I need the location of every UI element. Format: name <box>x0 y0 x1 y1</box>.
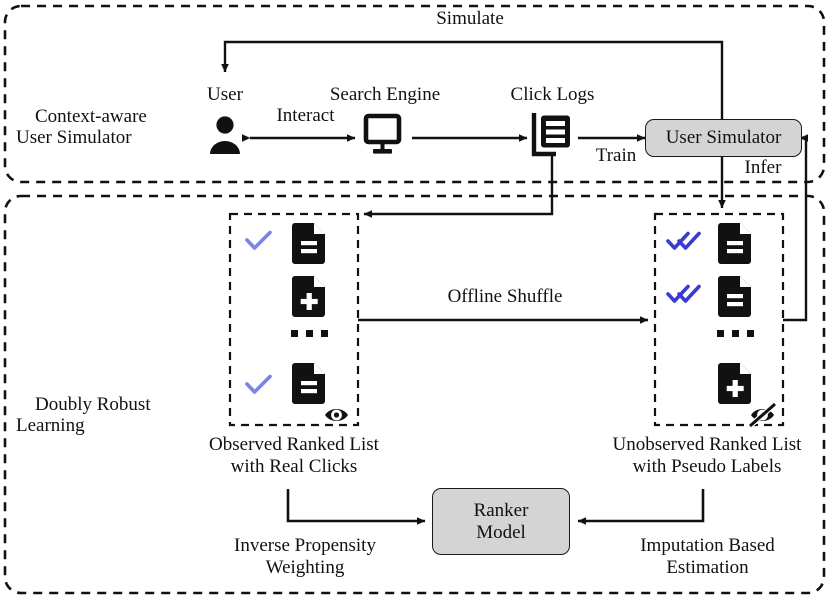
node-label-search-engine: Search Engine <box>329 84 441 105</box>
edge-logs-to-observed <box>363 155 554 218</box>
group-label-doubly-robust-learning: Doubly Robust Learning <box>16 393 151 437</box>
user-simulator-box[interactable]: User Simulator <box>645 119 802 157</box>
ellipsis-icon <box>717 330 754 337</box>
unobserved-list-caption: Unobserved Ranked List with Pseudo Label… <box>612 434 802 477</box>
node-label-user: User <box>207 84 243 105</box>
edge-label-infer: Infer <box>744 157 782 178</box>
edge-label-inverse-propensity-weighting: Inverse Propensity Weighting <box>234 535 376 578</box>
doc-lines-icon <box>718 223 751 264</box>
edge-label-interact: Interact <box>276 105 335 126</box>
doc-plus-icon <box>292 276 325 317</box>
ellipsis-icon <box>291 330 328 337</box>
double-check-icon <box>666 284 701 303</box>
single-check-icon <box>245 374 272 394</box>
node-label-click-logs: Click Logs <box>510 84 595 105</box>
doc-plus-icon <box>718 363 751 404</box>
click-logs-icon <box>531 113 570 157</box>
doc-lines-icon <box>718 276 751 317</box>
double-check-icon <box>666 231 701 250</box>
doc-lines-icon <box>292 223 325 264</box>
edge-imputation-based-estimation <box>577 489 705 525</box>
edge-label-simulate: Simulate <box>436 8 504 29</box>
observed-list-box <box>228 212 360 427</box>
unobserved-list-box <box>653 212 785 427</box>
ranker-model-label: Ranker Model <box>473 500 529 543</box>
edge-label-imputation-based-estimation: Imputation Based Estimation <box>640 535 775 578</box>
edge-label-train: Train <box>595 145 637 166</box>
monitor-icon <box>363 113 402 154</box>
single-check-icon <box>245 230 272 250</box>
user-icon <box>210 116 240 154</box>
observed-list-caption: Observed Ranked List with Real Clicks <box>209 434 379 477</box>
ranker-model-box[interactable]: Ranker Model <box>432 488 570 555</box>
edge-inverse-propensity-weighting <box>286 489 426 525</box>
eye-off-icon <box>748 401 777 429</box>
group-label-context-aware-user-simulator: Context-aware User Simulator <box>16 105 147 149</box>
edge-label-offline-shuffle: Offline Shuffle <box>447 286 563 307</box>
eye-icon <box>325 409 348 421</box>
doc-lines-icon <box>292 363 325 404</box>
user-simulator-label: User Simulator <box>665 127 782 149</box>
